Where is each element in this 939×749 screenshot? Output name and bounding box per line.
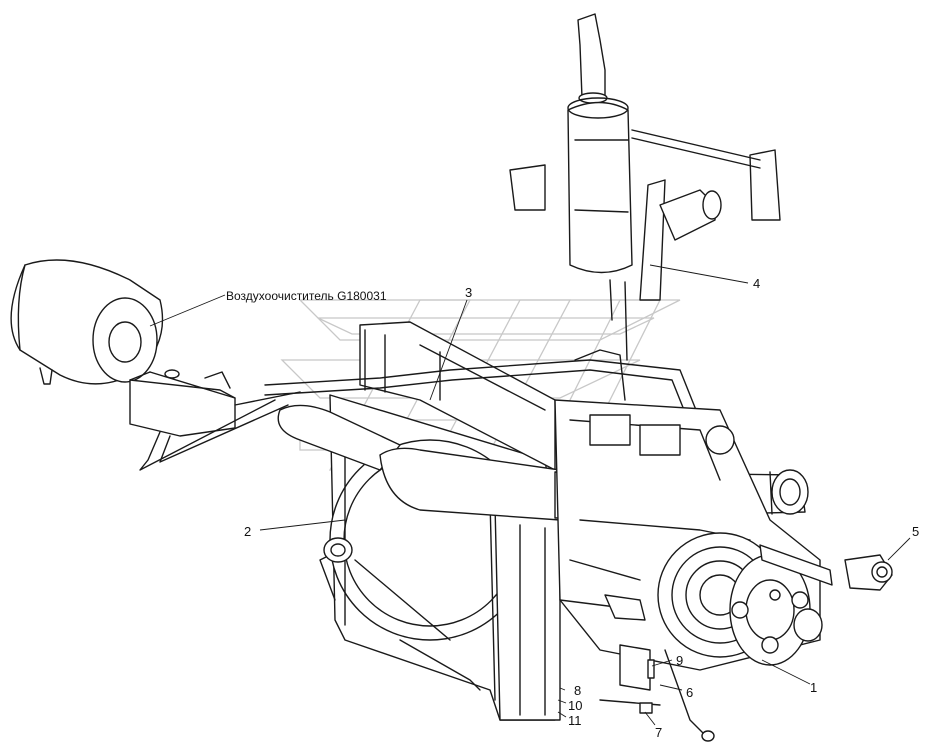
leader-1 — [761, 659, 811, 685]
callout-4: 4 — [753, 276, 760, 291]
callout-10: 10 — [568, 698, 582, 713]
leader-6 — [659, 684, 683, 691]
leader-11 — [557, 711, 567, 718]
leader-3 — [429, 299, 468, 401]
callout-7: 7 — [655, 725, 662, 740]
callout-6: 6 — [686, 685, 693, 700]
flywheel-housing — [657, 532, 823, 666]
expansion-tank — [129, 369, 301, 471]
callout-8: 8 — [574, 683, 581, 698]
callout-5: 5 — [912, 524, 919, 539]
leader-2 — [259, 519, 346, 531]
engine-mounts — [599, 594, 715, 742]
leader-5 — [887, 537, 911, 561]
leader-lines — [259, 264, 911, 726]
exhaust-system — [509, 13, 781, 361]
leader-4 — [649, 264, 749, 284]
callout-1: 1 — [810, 680, 817, 695]
leader-9 — [651, 659, 673, 667]
air-cleaner — [10, 259, 226, 385]
callout-2: 2 — [244, 524, 251, 539]
sensor-bracket — [759, 544, 893, 591]
leader-7 — [644, 711, 656, 726]
callout-11: 11 — [568, 713, 582, 728]
callout-9: 9 — [676, 653, 683, 668]
tube-frame — [264, 349, 701, 426]
leader-10 — [557, 699, 567, 704]
leader-8 — [559, 687, 566, 691]
label-air-cleaner: Воздухоочиститель G180031 — [226, 289, 387, 303]
callout-3: 3 — [465, 285, 472, 300]
